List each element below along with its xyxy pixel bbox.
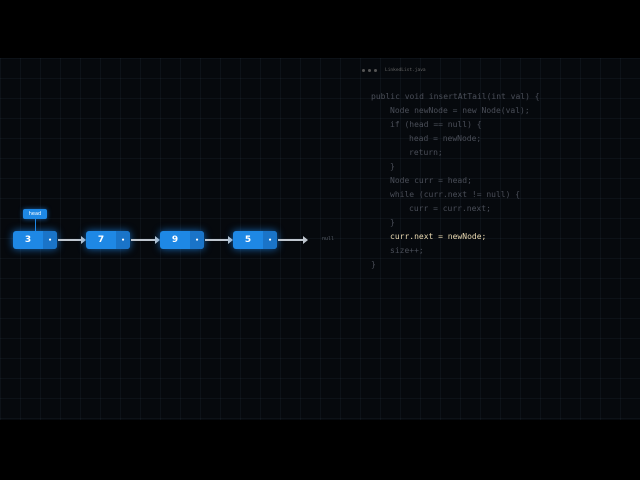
list-node: 7• xyxy=(86,231,130,249)
code-line: } xyxy=(390,162,395,171)
code-line: curr.next = newNode; xyxy=(390,232,487,241)
code-line: Node curr = head; xyxy=(390,176,472,185)
canvas xyxy=(0,58,640,420)
list-node: 5• xyxy=(233,231,277,249)
next-pointer: • xyxy=(190,231,204,249)
list-node: 9• xyxy=(160,231,204,249)
node-value: 9 xyxy=(171,235,179,245)
file-name: LinkedList.java xyxy=(385,68,426,73)
null-label: null xyxy=(322,236,335,242)
window-controls: LinkedList.java xyxy=(362,68,426,73)
arrow xyxy=(58,236,86,244)
next-pointer: • xyxy=(43,231,57,249)
code-line: Node newNode = new Node(val); xyxy=(390,106,530,115)
code-line: curr = curr.next; xyxy=(409,204,491,213)
next-pointer: • xyxy=(116,231,130,249)
arrow xyxy=(131,236,160,244)
code-line: if (head == null) { xyxy=(390,120,482,129)
next-pointer: • xyxy=(263,231,277,249)
code-line: head = newNode; xyxy=(409,134,482,143)
node-value: 7 xyxy=(97,235,105,245)
code-line: } xyxy=(390,218,395,227)
arrow xyxy=(205,236,233,244)
arrow xyxy=(278,236,308,244)
head-label: head xyxy=(23,209,47,219)
code-line: while (curr.next != null) { xyxy=(390,190,521,199)
dot-icon xyxy=(368,69,371,72)
head-pointer xyxy=(35,219,36,231)
code-line: } xyxy=(371,260,376,269)
dot-icon xyxy=(362,69,365,72)
list-node: 3• xyxy=(13,231,57,249)
code-line: return; xyxy=(409,148,443,157)
code-line: size++; xyxy=(390,246,424,255)
node-value: 3 xyxy=(24,235,32,245)
node-value: 5 xyxy=(244,235,252,245)
code-line: public void insertAtTail(int val) { xyxy=(371,92,540,101)
dot-icon xyxy=(374,69,377,72)
